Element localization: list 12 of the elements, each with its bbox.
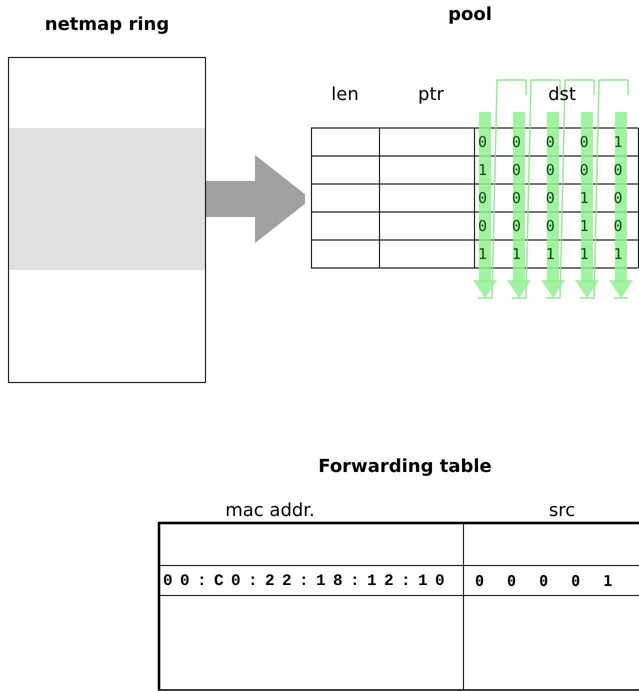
- bit-row-text: 0 0 0 0 1: [475, 571, 620, 592]
- column-header: ptr: [418, 83, 444, 107]
- mac-address: 00:C0:22:18:12:10: [163, 571, 452, 592]
- section-title: netmap ring: [44, 14, 170, 35]
- column-header: dst: [548, 83, 576, 107]
- bit-row-text: 1 1 1 1 1: [478, 244, 630, 265]
- table-title: pool: [448, 4, 492, 25]
- table-title: Forwarding table: [318, 456, 492, 477]
- column-header: mac addr.: [225, 499, 315, 523]
- column-header: len: [331, 83, 359, 107]
- column-header: src: [548, 499, 576, 523]
- shaded-band: [9, 128, 205, 270]
